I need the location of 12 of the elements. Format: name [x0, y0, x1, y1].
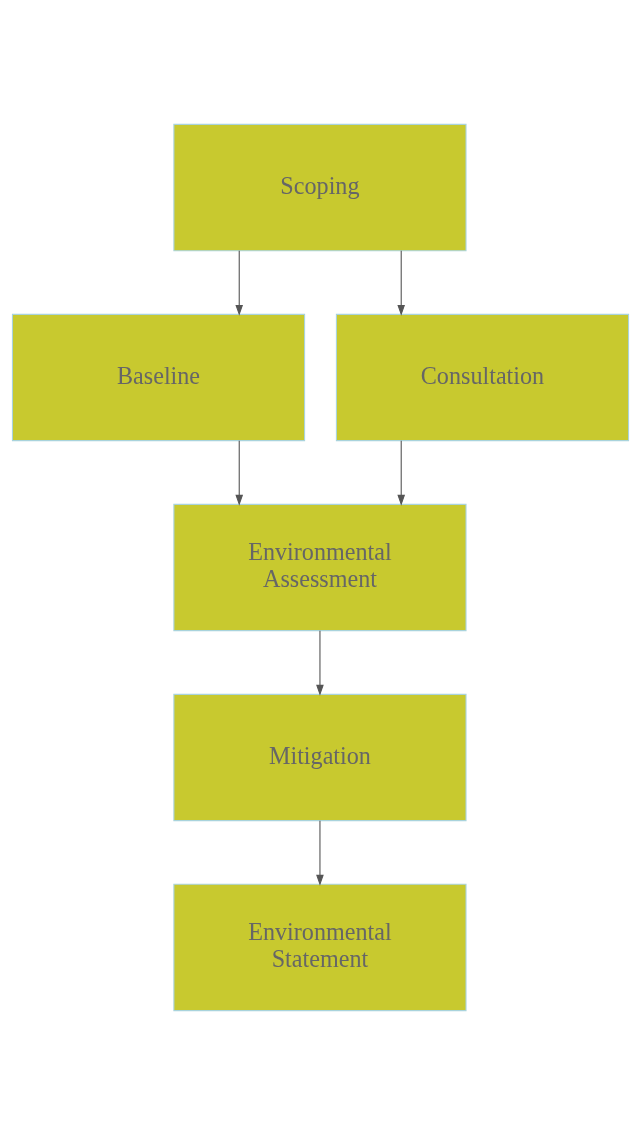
arrow — [397, 250, 406, 316]
node-box: Scoping — [173, 123, 467, 252]
arrow — [397, 440, 406, 506]
node-box: Environmental Statement — [173, 883, 467, 1012]
arrow — [316, 630, 324, 696]
arrow — [235, 440, 244, 506]
node-box: Baseline — [11, 313, 306, 442]
node-box: Consultation — [335, 313, 630, 442]
arrow — [235, 250, 244, 316]
arrow — [316, 820, 324, 886]
node-box: Environmental Assessment — [173, 503, 467, 632]
node-box: Mitigation — [173, 693, 467, 822]
